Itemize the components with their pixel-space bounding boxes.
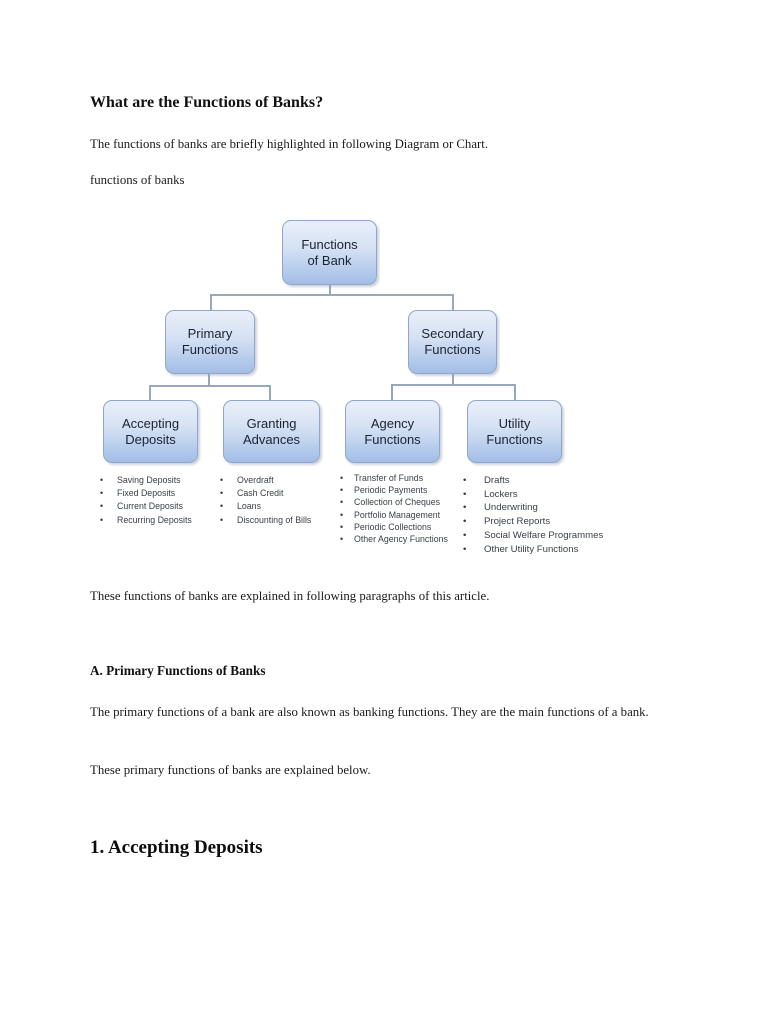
connector-line <box>210 294 454 296</box>
granting-advances-list: OverdraftCash CreditLoansDiscounting of … <box>220 474 311 527</box>
list-item: Discounting of Bills <box>220 514 311 527</box>
list-item-label: Underwriting <box>484 502 538 514</box>
list-item: Transfer of Funds <box>340 472 448 484</box>
connector-line <box>452 294 454 311</box>
section-a-heading: A. Primary Functions of Banks <box>90 663 266 678</box>
connector-line <box>391 384 516 386</box>
list-item-label: Cash Credit <box>237 488 284 499</box>
section-a-note: These primary functions of banks are exp… <box>90 763 371 777</box>
list-item: Loans <box>220 500 311 513</box>
list-item-label: Collection of Cheques <box>354 497 441 508</box>
node-secondary-functions: Secondary Functions <box>408 310 497 374</box>
list-item-label: Discounting of Bills <box>237 514 312 525</box>
list-item-label: Transfer of Funds <box>354 473 424 483</box>
list-item: Other Utility Functions <box>463 543 603 557</box>
connector-line <box>452 373 454 386</box>
list-item: Cash Credit <box>220 487 311 500</box>
list-item: Collection of Cheques <box>340 496 448 508</box>
connector-line <box>514 384 516 401</box>
list-item: Periodic Collections <box>340 521 448 533</box>
page-title: What are the Functions of Banks? <box>90 94 324 111</box>
connector-line <box>149 385 151 401</box>
section-a-paragraph: The primary functions of a bank are also… <box>90 705 649 719</box>
list-item-label: Recurring Deposits <box>117 514 192 525</box>
section-1-heading: 1. Accepting Deposits <box>90 837 263 858</box>
list-item-label: Loans <box>237 501 261 512</box>
node-utility-functions: Utility Functions <box>467 400 562 463</box>
accepting-deposits-list: Saving DepositsFixed DepositsCurrent Dep… <box>100 474 192 527</box>
node-primary-functions: Primary Functions <box>165 310 255 374</box>
list-item-label: Other Agency Functions <box>354 534 448 545</box>
list-item-label: Periodic Collections <box>354 521 432 532</box>
connector-line <box>329 284 331 296</box>
list-item: Social Welfare Programmes <box>463 529 603 543</box>
list-item-label: Fixed Deposits <box>117 488 176 499</box>
list-item-label: Lockers <box>484 488 518 500</box>
list-item-label: Current Deposits <box>117 501 184 512</box>
list-item-label: Social Welfare Programmes <box>484 529 604 541</box>
intro-paragraph: The functions of banks are briefly highl… <box>90 137 489 151</box>
list-item: Underwriting <box>463 501 603 515</box>
list-item: Portfolio Management <box>340 509 448 521</box>
list-item-label: Drafts <box>484 475 510 486</box>
node-agency-functions: Agency Functions <box>345 400 440 463</box>
list-item-label: Overdraft <box>237 475 274 485</box>
after-diagram-paragraph: These functions of banks are explained i… <box>90 589 490 603</box>
node-granting-advances: Granting Advances <box>223 400 320 463</box>
list-item: Fixed Deposits <box>100 487 192 500</box>
connector-line <box>391 384 393 401</box>
list-item: Periodic Payments <box>340 484 448 496</box>
diagram-caption: functions of banks <box>90 173 185 187</box>
agency-functions-list: Transfer of FundsPeriodic PaymentsCollec… <box>340 472 448 545</box>
list-item: Current Deposits <box>100 500 192 513</box>
node-functions-of-bank: Functions of Bank <box>282 220 377 285</box>
list-item: Overdraft <box>220 474 311 487</box>
list-item: Project Reports <box>463 515 603 529</box>
connector-line <box>208 373 210 387</box>
list-item-label: Portfolio Management <box>354 509 441 520</box>
list-item-label: Other Utility Functions <box>484 543 579 555</box>
utility-functions-list: DraftsLockersUnderwritingProject Reports… <box>463 474 603 556</box>
list-item: Lockers <box>463 488 603 502</box>
list-item: Other Agency Functions <box>340 533 448 545</box>
node-accepting-deposits: Accepting Deposits <box>103 400 198 463</box>
connector-line <box>210 294 212 311</box>
list-item-label: Project Reports <box>484 516 551 528</box>
connector-line <box>149 385 271 387</box>
list-item-label: Periodic Payments <box>354 485 428 496</box>
list-item: Recurring Deposits <box>100 514 192 527</box>
list-item: Drafts <box>463 474 603 488</box>
list-item-label: Saving Deposits <box>117 475 181 485</box>
connector-line <box>269 385 271 401</box>
list-item: Saving Deposits <box>100 474 192 487</box>
